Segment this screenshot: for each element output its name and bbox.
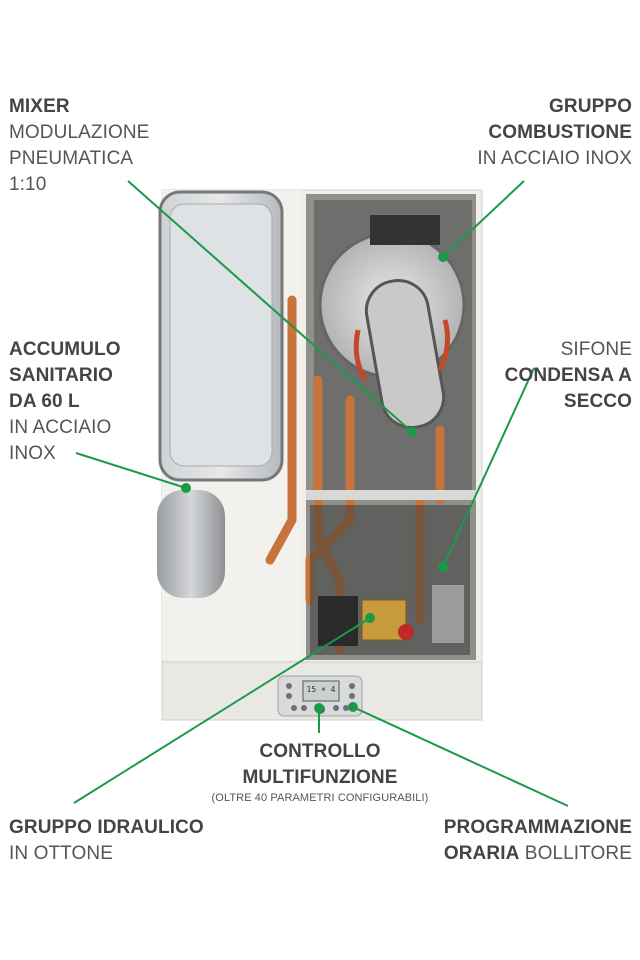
accumulo-line-1: IN ACCIAIO xyxy=(9,417,112,438)
label-combustione: GRUPPO COMBUSTIONE IN ACCIAIO INOX xyxy=(477,94,632,172)
label-accumulo: ACCUMULO SANITARIO DA 60 L IN ACCIAIO IN… xyxy=(9,337,121,467)
controllo-note: (OLTRE 40 PARAMETRI CONFIGURABILI) xyxy=(211,792,429,804)
label-controllo: CONTROLLO MULTIFUNZIONE (OLTRE 40 PARAME… xyxy=(160,739,480,805)
accumulo-title-3: DA 60 L xyxy=(9,391,80,412)
mixer-line-2: PNEUMATICA xyxy=(9,148,134,169)
combustione-title-2: COMBUSTIONE xyxy=(488,122,632,143)
label-idraulico: GRUPPO IDRAULICO IN OTTONE xyxy=(9,815,204,867)
sifone-line-1: SIFONE xyxy=(560,339,632,360)
leader-sifone xyxy=(442,367,535,568)
leader-mixer xyxy=(127,180,413,433)
leader-programmazione xyxy=(352,706,569,807)
combustione-title-1: GRUPPO xyxy=(549,96,632,117)
idraulico-line: IN OTTONE xyxy=(9,843,113,864)
label-mixer: MIXER MODULAZIONE PNEUMATICA 1:10 xyxy=(9,94,149,198)
burner-cover xyxy=(364,278,446,430)
controllo-title-1: CONTROLLO xyxy=(259,741,381,762)
accumulo-line-2: INOX xyxy=(9,443,56,464)
sifone-title-1: CONDENSA A xyxy=(504,365,632,386)
leader-combustione xyxy=(442,180,525,258)
controllo-title-2: MULTIFUNZIONE xyxy=(242,767,398,788)
label-programmazione: PROGRAMMAZIONE ORARIA BOLLITORE xyxy=(444,815,632,867)
mixer-title: MIXER xyxy=(9,96,70,117)
expansion-vessel xyxy=(157,490,225,598)
leader-idraulico xyxy=(73,617,371,804)
programmazione-bollitore: BOLLITORE xyxy=(524,843,632,864)
sifone-title-2: SECCO xyxy=(563,391,632,412)
idraulico-title: GRUPPO IDRAULICO xyxy=(9,817,204,838)
mixer-line-1: MODULAZIONE xyxy=(9,122,150,143)
accumulo-title-1: ACCUMULO xyxy=(9,339,121,360)
panel-display xyxy=(302,680,340,702)
display-readout: 15 ☀ 4 xyxy=(306,685,336,694)
combustione-line-1: IN ACCIAIO INOX xyxy=(477,148,632,169)
leader-accumulo xyxy=(75,452,187,489)
programmazione-line-2: ORARIA BOLLITORE xyxy=(444,841,632,867)
label-sifone: SIFONE CONDENSA A SECCO xyxy=(505,337,632,415)
programmazione-title: PROGRAMMAZIONE xyxy=(443,817,632,838)
accumulo-title-2: SANITARIO xyxy=(9,365,113,386)
mixer-line-3: 1:10 xyxy=(9,174,47,195)
programmazione-oraria: ORARIA xyxy=(443,843,520,864)
